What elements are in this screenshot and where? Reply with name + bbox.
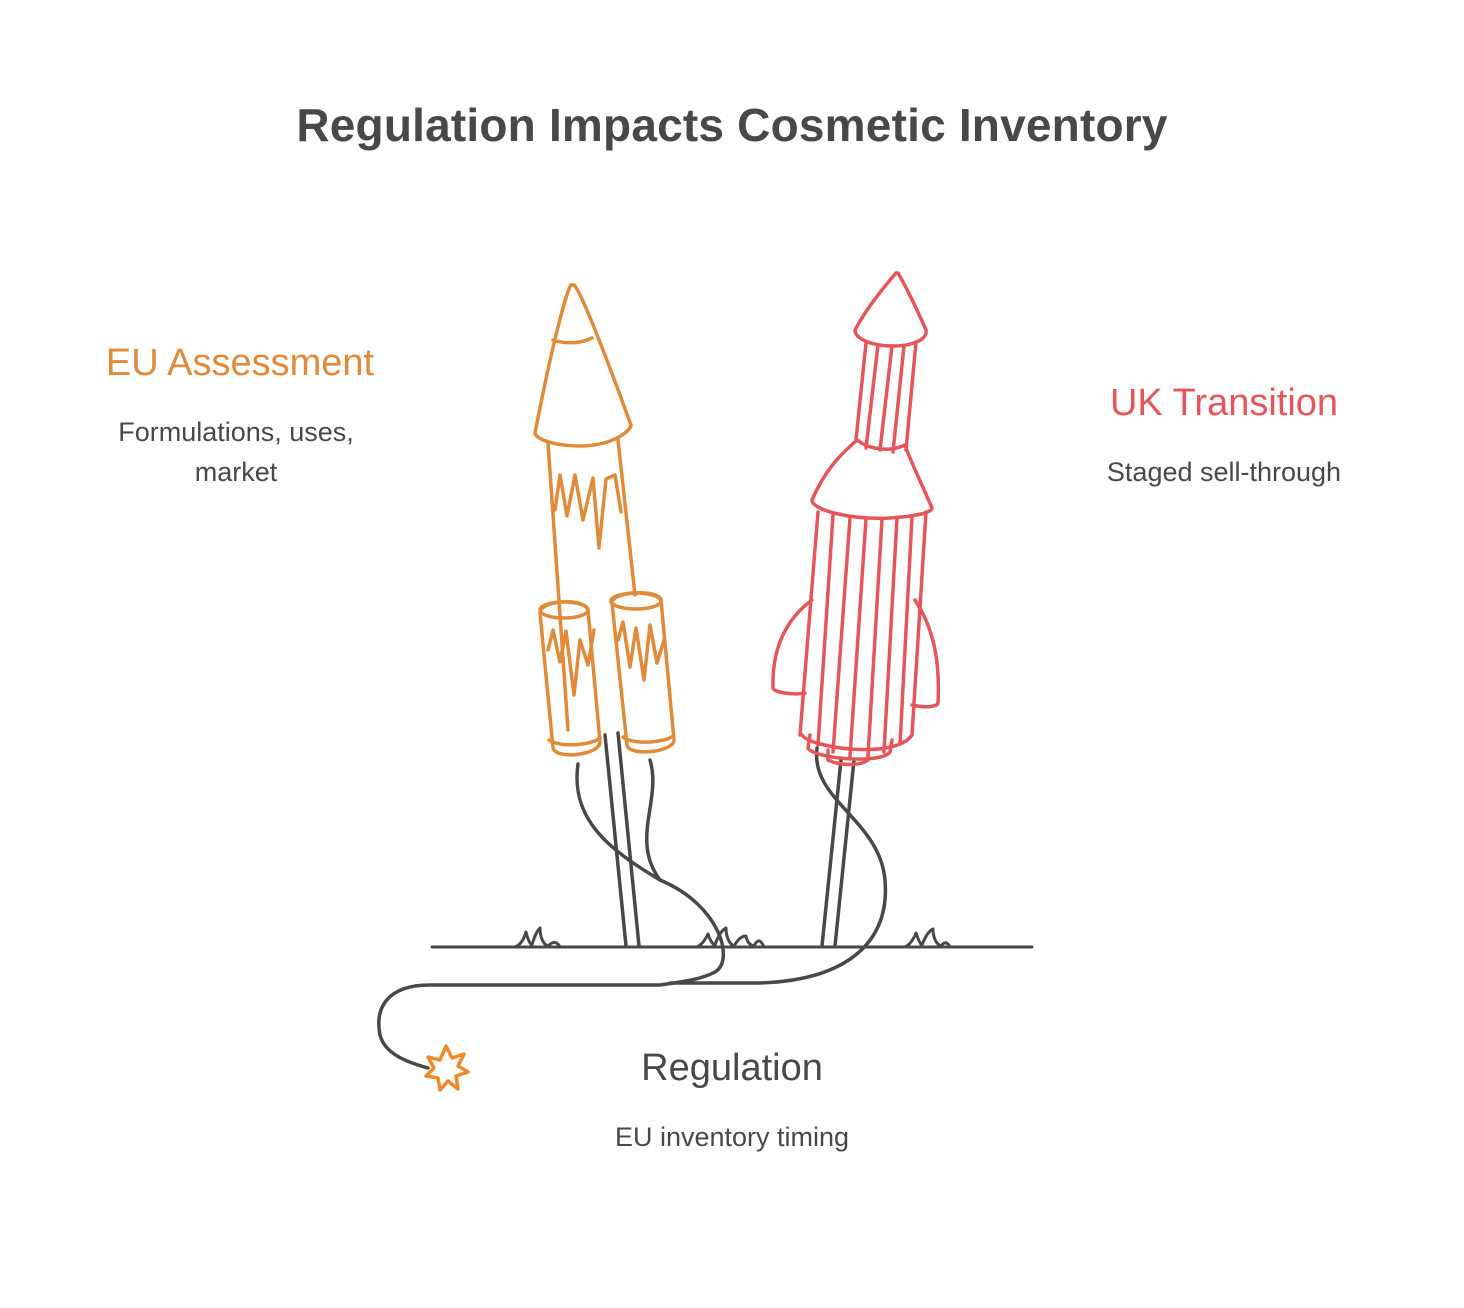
uk-transition-description: Staged sell-through: [1106, 457, 1342, 487]
regulation-heading: Regulation: [641, 1047, 823, 1089]
spark-icon: [424, 1044, 470, 1092]
page-title: Regulation Impacts Cosmetic Inventory: [296, 99, 1168, 151]
grass-icon: [430, 926, 1034, 949]
eu-assessment-heading: EU Assessment: [105, 342, 375, 384]
regulation-description: EU inventory timing: [614, 1122, 850, 1152]
orange-rocket-icon: [533, 283, 676, 757]
eu-assessment-description: Formulations, uses, market: [118, 417, 354, 487]
fuse-icon: [377, 731, 888, 1070]
uk-transition-heading: UK Transition: [1109, 382, 1339, 424]
red-rocket-icon: [771, 271, 941, 767]
